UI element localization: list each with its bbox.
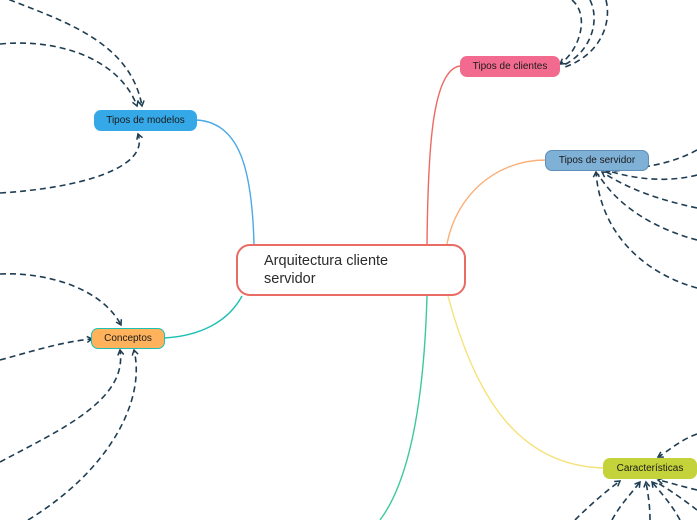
relation-arrow <box>643 480 651 520</box>
branch-line-caracteristicas <box>447 295 605 469</box>
relation-arrow <box>592 170 697 289</box>
central-topic-label: Arquitectura cliente servidor <box>264 253 389 287</box>
relation-arrow <box>656 477 697 491</box>
relation-arrow <box>7 0 145 108</box>
relation-arrow <box>574 480 622 520</box>
relation-arrow <box>597 173 697 241</box>
relation-arrow <box>656 433 697 458</box>
relation-arrow <box>27 348 139 520</box>
topic-label: Características <box>616 463 684 474</box>
central-topic[interactable]: Arquitectura cliente servidor <box>236 244 466 296</box>
relation-arrow <box>0 335 94 361</box>
branch-line-tipos-de-clientes <box>426 65 461 245</box>
relation-arrow <box>0 348 125 463</box>
relation-arrow <box>611 480 641 520</box>
relation-arrow <box>0 42 139 108</box>
topic-tipos-de-servidor[interactable]: Tipos de servidor <box>545 150 649 171</box>
branch-line-tipos-de-modelos <box>195 119 255 245</box>
branch-line-offscreen <box>379 295 428 520</box>
relation-arrow <box>655 481 697 511</box>
topic-conceptos[interactable]: Conceptos <box>91 328 165 349</box>
branch-line-tipos-de-servidor <box>446 159 547 245</box>
topic-tipos-de-modelos[interactable]: Tipos de modelos <box>94 110 197 131</box>
topic-caracteristicas[interactable]: Características <box>603 458 697 479</box>
relation-arrow <box>600 171 697 209</box>
topic-tipos-de-clientes[interactable]: Tipos de clientes <box>460 56 560 77</box>
relation-arrow <box>0 273 123 327</box>
relation-arrow <box>561 0 595 67</box>
relation-arrow <box>558 0 583 65</box>
relation-arrow <box>611 171 697 181</box>
topic-label: Tipos de clientes <box>472 61 548 72</box>
relation-arrow <box>561 0 609 69</box>
relation-arrow <box>0 132 143 194</box>
branch-line-conceptos <box>163 295 243 339</box>
topic-label: Tipos de modelos <box>106 115 185 126</box>
topic-label: Conceptos <box>104 333 152 344</box>
relation-arrow <box>651 480 681 520</box>
topic-label: Tipos de servidor <box>558 155 636 166</box>
